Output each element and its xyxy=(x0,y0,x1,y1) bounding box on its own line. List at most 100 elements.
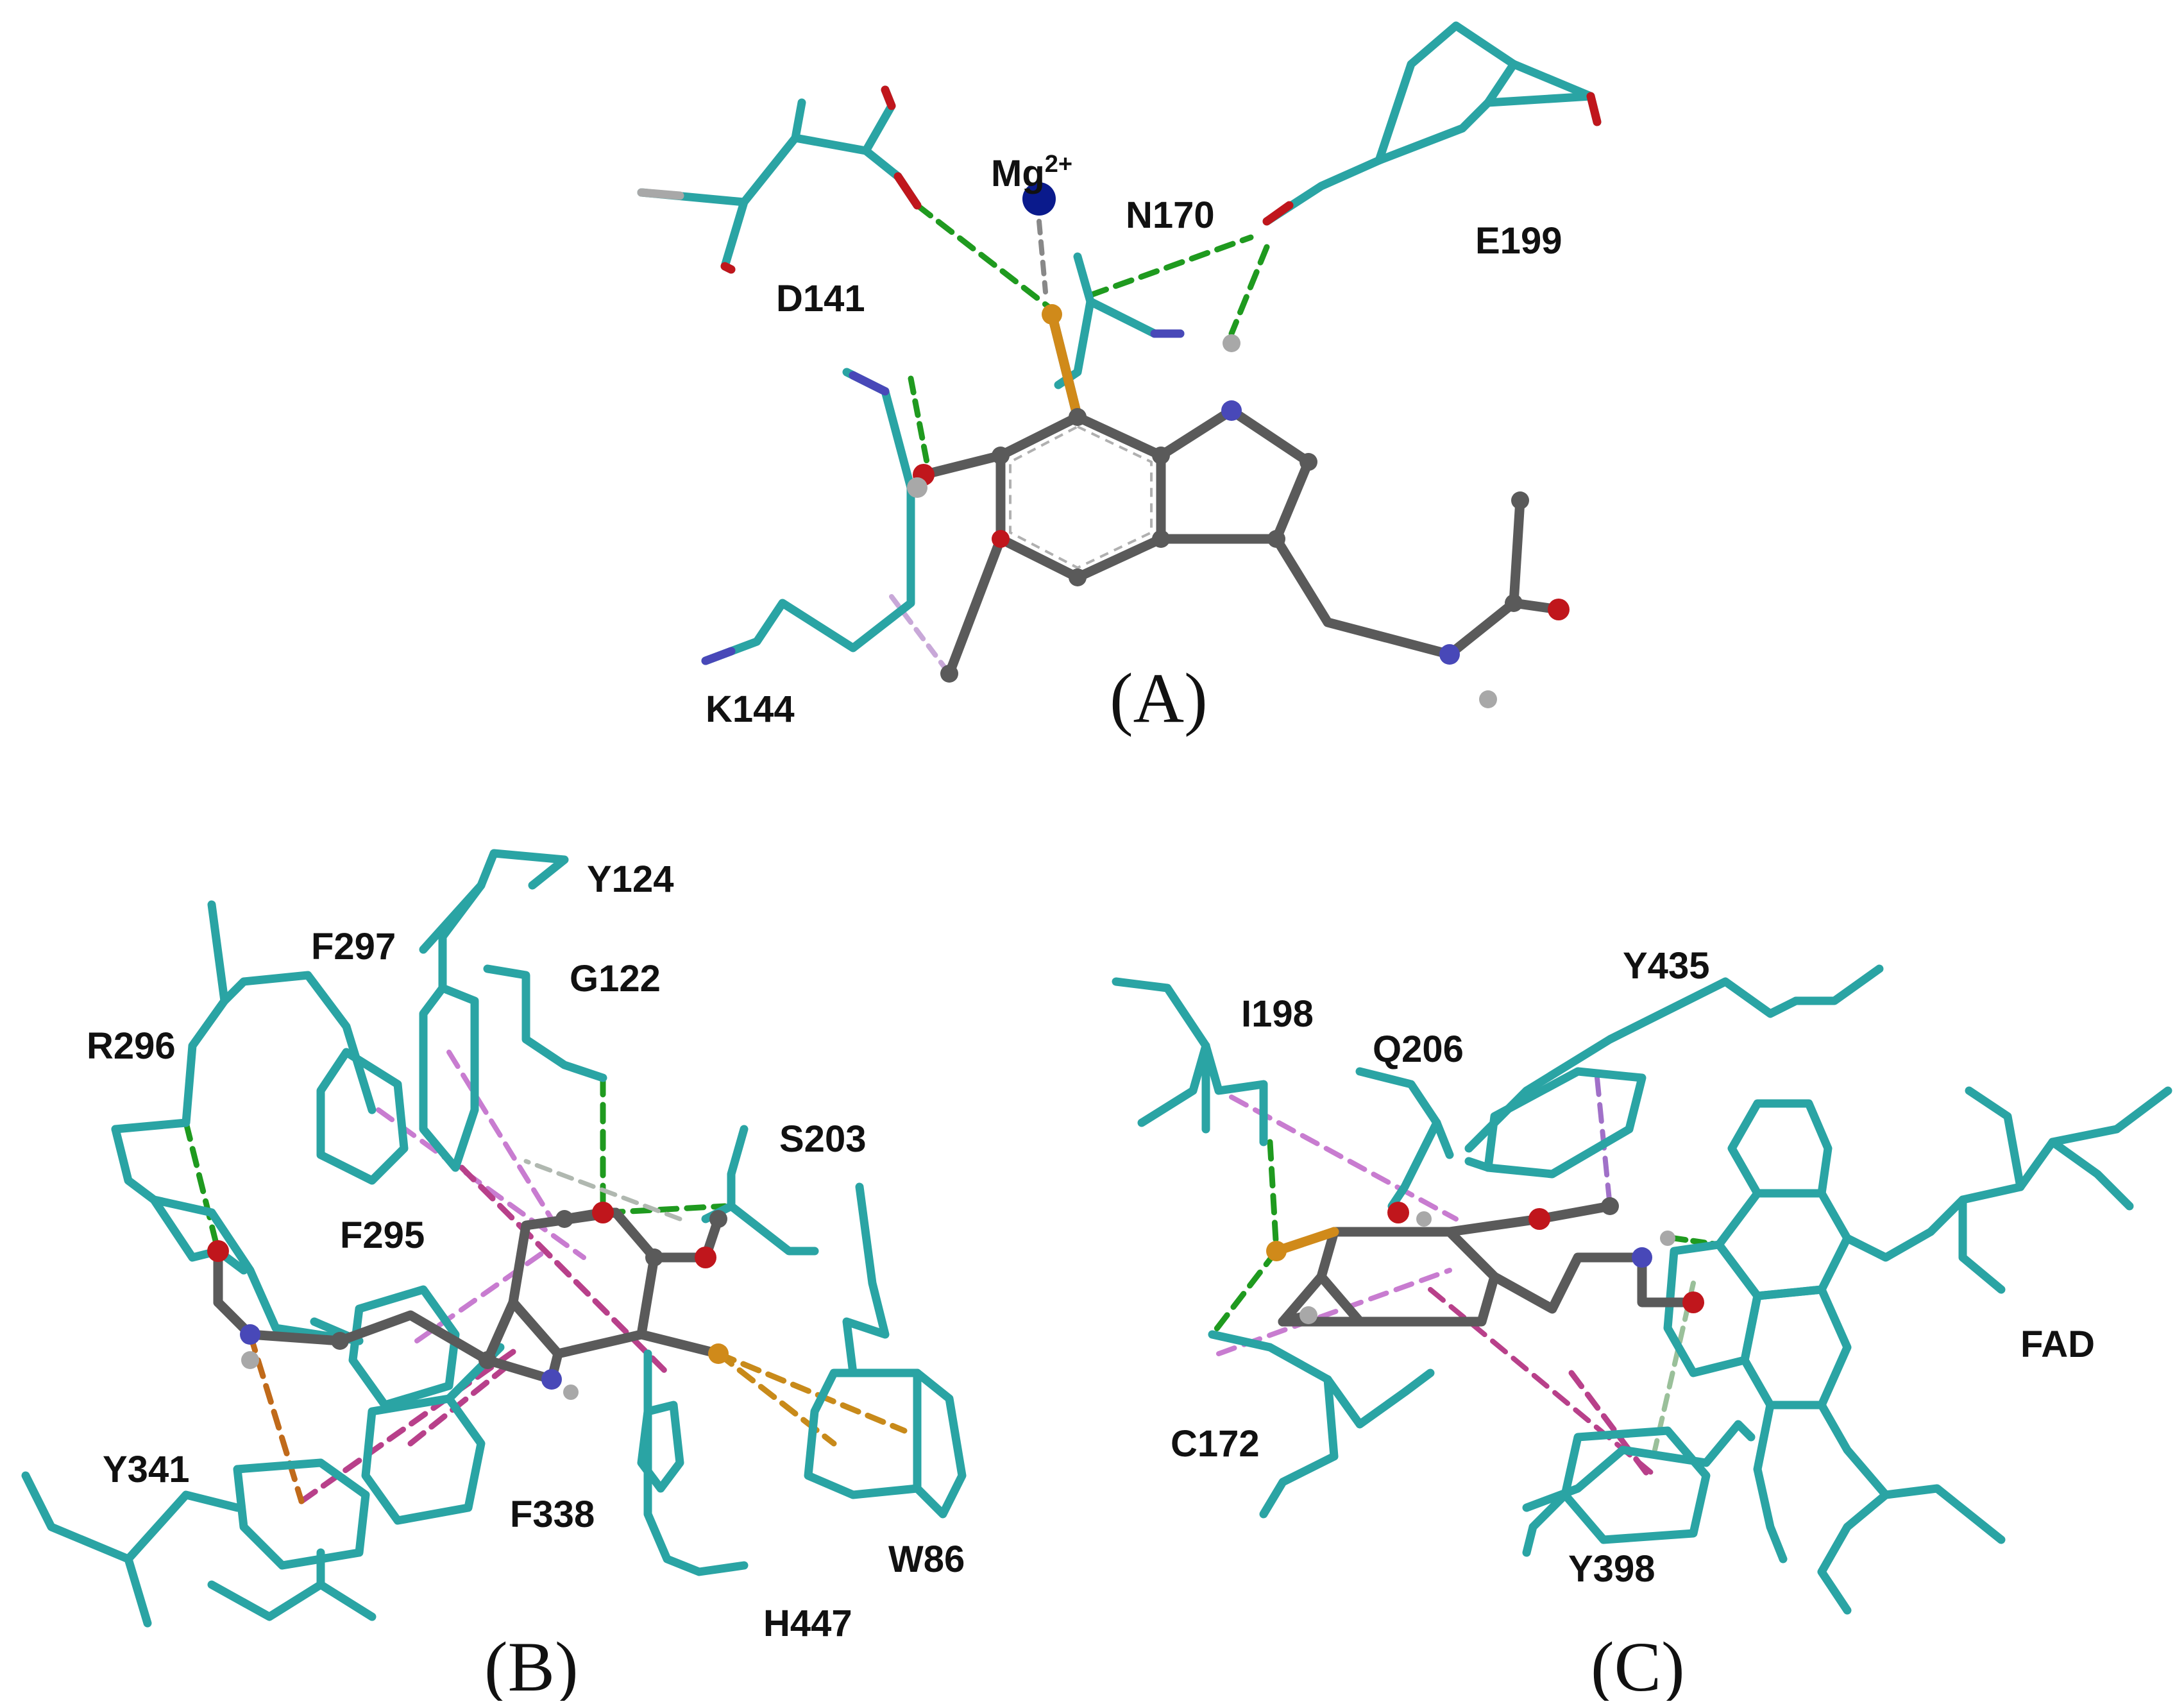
label-f297: F297 xyxy=(311,926,396,967)
label-fad: FAD xyxy=(2020,1324,2095,1365)
panel-a-binding-site: D141 K144 N170 E199 Mg2+ (A) xyxy=(637,21,1602,737)
pi-pi-y341 xyxy=(298,1344,523,1504)
fad-dimethyl xyxy=(1817,1401,1890,1615)
label-mg-symbol: Mg xyxy=(991,153,1045,194)
panel-a-atom-tips xyxy=(637,85,1602,665)
label-e199: E199 xyxy=(1475,220,1562,262)
ligand-a-pyrrole-ring xyxy=(1156,405,1314,544)
pi-pi-y398-b xyxy=(1428,1287,1657,1478)
residue-q206-o xyxy=(1432,1118,1454,1159)
metal-coordination xyxy=(1037,219,1048,294)
label-f338: F338 xyxy=(510,1494,595,1535)
residue-d141-chain xyxy=(740,85,896,207)
residue-y435-chain xyxy=(1464,964,1884,1153)
o-e199 xyxy=(1262,201,1294,226)
hbond-c172 xyxy=(1209,1248,1280,1338)
panel-b-protein xyxy=(21,849,967,1628)
label-n170: N170 xyxy=(1126,194,1215,236)
ligand-b-thiol xyxy=(636,1329,724,1359)
label-y398: Y398 xyxy=(1568,1548,1655,1590)
alkyl-k144 xyxy=(889,594,952,676)
fad-methyl xyxy=(1881,1484,2006,1544)
fad-hydroxyl-b xyxy=(1965,1086,2025,1191)
residue-i198-sidechain xyxy=(1201,1041,1268,1146)
residue-f297-ring xyxy=(316,1048,409,1185)
panel-a-ligand xyxy=(907,182,1570,708)
ligand-a-atoms xyxy=(907,304,1570,708)
hbond-i198 xyxy=(1267,1139,1280,1254)
panel-label-b: (B) xyxy=(484,1628,579,1701)
ligand-c-side-chain xyxy=(1489,1252,1698,1314)
ligand-a-sulfur-bond xyxy=(1047,309,1083,422)
residue-h447-ring xyxy=(637,1401,684,1493)
label-c172: C172 xyxy=(1171,1423,1260,1465)
residue-k144-chain xyxy=(701,387,915,665)
residue-d141-sticks xyxy=(637,188,749,274)
fad-hydroxyl-c xyxy=(2048,1137,2134,1211)
panel-c-binding-site: Y435 I198 Q206 C172 Y398 FAD (C) xyxy=(1112,945,2172,1704)
panel-label-c: (C) xyxy=(1591,1628,1685,1701)
label-f295: F295 xyxy=(340,1214,425,1256)
pi-alkyl-y124 xyxy=(446,1050,554,1222)
ligand-a-side-chain xyxy=(1271,495,1525,660)
residue-e199-ring xyxy=(1509,60,1595,101)
label-mg-charge: 2+ xyxy=(1045,151,1072,178)
residue-c172-chain xyxy=(1208,1330,1435,1429)
residue-f297-backbone xyxy=(220,971,377,1114)
panel-c-interactions xyxy=(1209,1075,1722,1479)
label-y124: Y124 xyxy=(587,858,673,900)
residue-f295-ring xyxy=(348,1285,460,1410)
o-d141-b xyxy=(893,172,922,210)
pi-pi-y398 xyxy=(1568,1370,1652,1479)
residue-e199-chain xyxy=(1262,92,1602,226)
carbon-hbond-b xyxy=(523,1159,682,1222)
hbond-n170 xyxy=(1087,234,1254,298)
residue-h447-chain xyxy=(643,1349,749,1576)
ligand-b-benzene-ring xyxy=(508,1207,659,1359)
ligand-a-aromatic-ring xyxy=(1009,425,1153,570)
pi-sulfur-w86-a xyxy=(715,1350,908,1434)
n-k144-amine xyxy=(849,371,890,396)
residue-c172-backbone xyxy=(1259,1375,1339,1519)
panel-a-protein xyxy=(637,21,1602,665)
residue-r296-guanidine xyxy=(149,1195,248,1275)
pi-alkyl-f297 xyxy=(376,1107,586,1260)
label-y341: Y341 xyxy=(103,1449,189,1490)
ligand-b-atoms xyxy=(207,1202,729,1400)
label-i198: I198 xyxy=(1241,993,1314,1035)
o-e199-b xyxy=(1586,92,1602,126)
fad-tail xyxy=(1753,1401,1788,1563)
label-mg-ion: Mg2+ xyxy=(991,151,1072,194)
panel-a-interactions xyxy=(889,202,1270,676)
residue-e199-sidechain xyxy=(1375,21,1518,165)
label-y435: Y435 xyxy=(1623,945,1709,987)
o-d141-c xyxy=(720,262,736,274)
ligand-b-pyrrole xyxy=(482,1297,563,1384)
hbond-s203 xyxy=(603,1203,728,1216)
fad-hydroxyl-a xyxy=(1958,1195,2006,1294)
residue-r296-backbone xyxy=(111,900,229,1134)
pi-alkyl-i198 xyxy=(1229,1095,1459,1222)
label-k144: K144 xyxy=(706,688,795,730)
ligand-a-methoxy-1 xyxy=(918,450,1006,480)
residue-d141-h xyxy=(791,98,806,142)
label-g122: G122 xyxy=(570,958,661,1000)
fad-ring-a xyxy=(1714,1189,1852,1300)
residue-y341-tail xyxy=(207,1580,377,1621)
residue-i198-chain xyxy=(1112,977,1210,1127)
o-d141-a xyxy=(881,85,896,110)
fad-ring-c xyxy=(1740,1285,1852,1410)
hbond-k144 xyxy=(908,375,930,465)
label-r296: R296 xyxy=(87,1025,176,1067)
hbond-d141 xyxy=(914,202,1062,318)
h-d141 xyxy=(637,188,684,200)
n-k144 xyxy=(701,647,736,665)
fad-ribityl-chain xyxy=(1843,1086,2172,1262)
ligand-c-benzene-ring xyxy=(1316,1227,1500,1327)
label-w86: W86 xyxy=(888,1538,965,1580)
label-h447: H447 xyxy=(763,1603,852,1644)
residue-g122-chain xyxy=(483,964,607,1082)
panel-b-binding-site: Y124 F297 G122 R296 S203 F295 Y341 F338 … xyxy=(21,849,967,1704)
